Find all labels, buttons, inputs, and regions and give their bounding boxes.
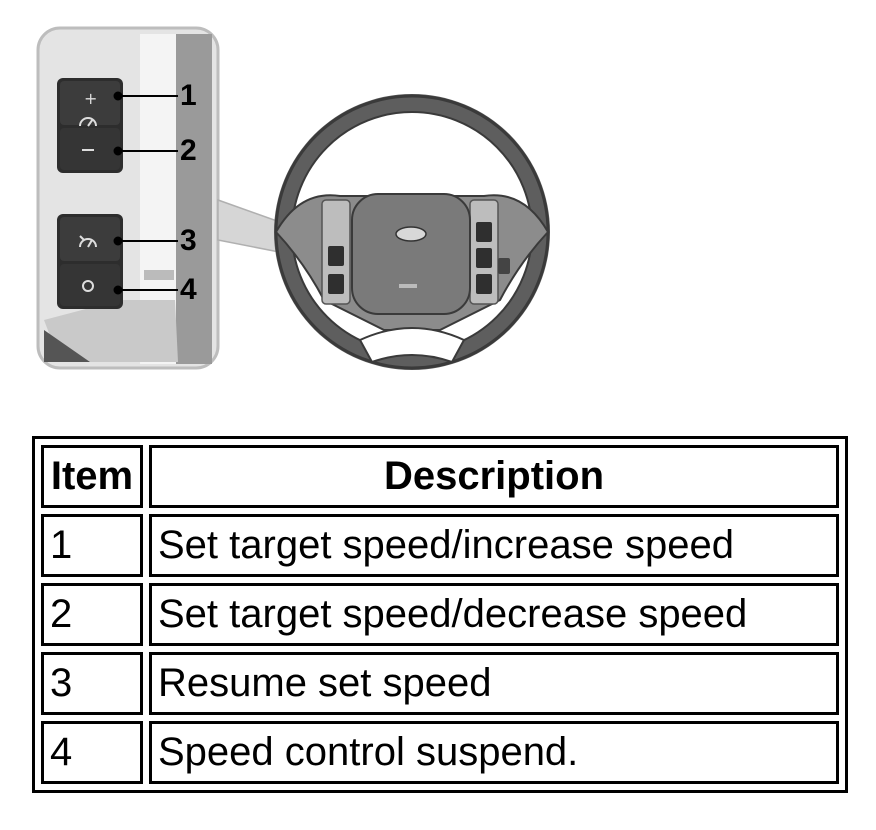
set-speed-switch: + (57, 78, 123, 173)
speed-control-figure: + (0, 0, 876, 400)
minus-icon (82, 149, 94, 151)
item-cell: 2 (41, 583, 143, 646)
callout-3: 3 (180, 224, 197, 257)
plus-icon: + (84, 89, 97, 108)
item-cell: 4 (41, 721, 143, 784)
description-header: Description (149, 445, 839, 508)
table-row: 3 Resume set speed (41, 652, 839, 715)
callout-1: 1 (180, 79, 197, 112)
item-header: Item (41, 445, 143, 508)
leader-lines (113, 91, 178, 295)
callout-2: 2 (180, 134, 197, 167)
item-cell: 1 (41, 514, 143, 577)
description-cell: Set target speed/increase speed (149, 514, 839, 577)
item-description-table: Item Description 1 Set target speed/incr… (32, 436, 848, 793)
table-row: 4 Speed control suspend. (41, 721, 839, 784)
description-cell: Set target speed/decrease speed (149, 583, 839, 646)
resume-speed-icon (79, 235, 97, 248)
table-row: 1 Set target speed/increase speed (41, 514, 839, 577)
description-cell: Resume set speed (149, 652, 839, 715)
steering-wheel-illustration (274, 94, 550, 370)
suspend-icon (82, 280, 94, 292)
figure-illustration: + (36, 26, 550, 370)
speedometer-icon (79, 117, 97, 127)
resume-suspend-switch (57, 214, 123, 309)
callout-4: 4 (180, 273, 197, 306)
table-header-row: Item Description (41, 445, 839, 508)
item-cell: 3 (41, 652, 143, 715)
description-cell: Speed control suspend. (149, 721, 839, 784)
table-row: 2 Set target speed/decrease speed (41, 583, 839, 646)
